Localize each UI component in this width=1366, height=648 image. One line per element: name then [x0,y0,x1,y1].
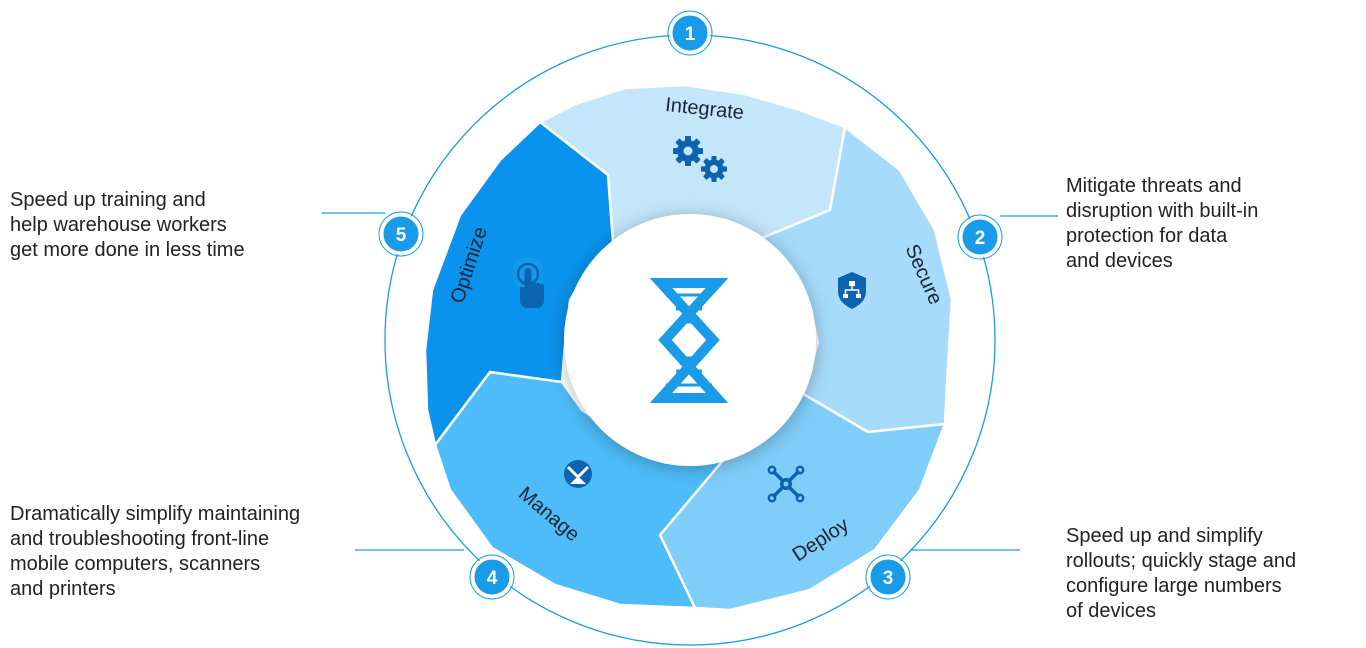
step-number-3: 3 [883,568,894,589]
description-line: and troubleshooting front-line [10,528,270,550]
connector-lines [322,212,1058,551]
description-line: configure large numbers [1066,575,1282,597]
manage-logo-icon [564,460,592,488]
step-number-1: 1 [685,24,696,45]
description-line: Dramatically simplify maintaining [10,503,301,525]
step-number-4: 4 [487,568,498,589]
step-badge-4[interactable]: 4 [469,554,515,600]
description-line: and printers [10,578,116,600]
step-badge-3[interactable]: 3 [865,554,911,600]
description-line: Speed up and simplify [1066,525,1263,547]
shield-network-icon [838,272,866,309]
step-badge-5[interactable]: 5 [378,211,424,257]
description-line: and devices [1066,250,1173,272]
step-badge-2[interactable]: 2 [957,214,1003,260]
description-line: disruption with built-in [1066,200,1259,222]
step-number-5: 5 [396,225,407,246]
touch-hand-icon [512,258,544,308]
description-line: Mitigate threats and [1066,175,1242,197]
step-number-2: 2 [975,228,986,249]
nodes-icon [767,465,805,503]
center-hub [564,214,816,466]
step-badge-1[interactable]: 1 [667,10,713,56]
description-line: of devices [1066,600,1157,622]
step-description-5: Speed up training and help warehouse wor… [10,188,245,263]
description-line: protection for data [1066,225,1228,247]
description-line: help warehouse workers [10,214,227,236]
description-line: mobile computers, scanners [10,553,261,575]
step-description-2: Mitigate threats and disruption with bui… [1066,174,1258,274]
description-line: rollouts; quickly stage and [1066,550,1297,572]
description-line: Speed up training and [10,189,206,211]
dna-helix-icon [649,278,729,403]
step-description-3: Speed up and simplify rollouts; quickly … [1066,524,1296,624]
gears-icon [673,136,727,182]
step-description-4: Dramatically simplify maintaining and tr… [10,502,300,602]
description-line: get more done in less time [10,239,245,261]
